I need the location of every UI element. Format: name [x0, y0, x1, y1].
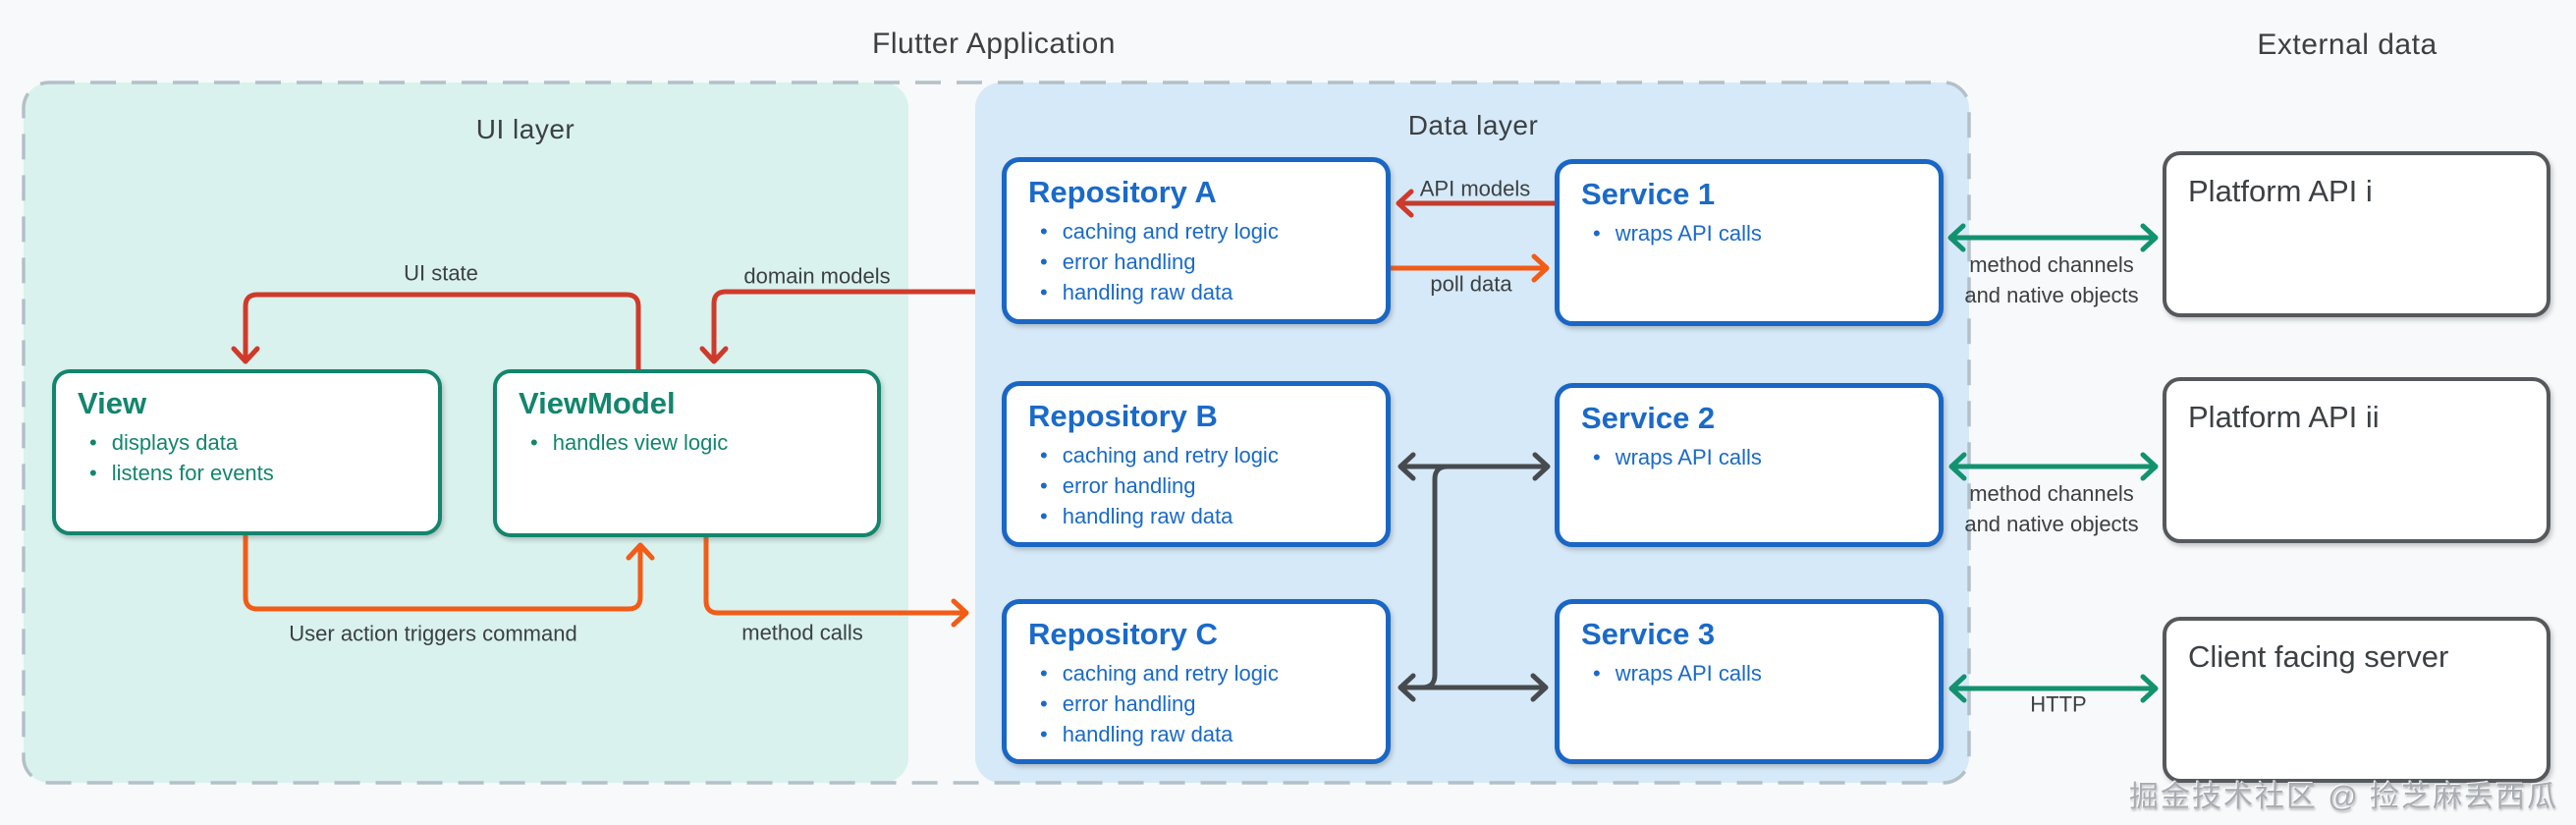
user-action-label: User action triggers command	[289, 621, 577, 646]
ui-layer-label: UI layer	[475, 114, 575, 144]
viewmodel-box: ViewModel handles view logic	[493, 369, 881, 537]
method-calls-label: method calls	[741, 620, 863, 645]
method-channels-line2: and native objects	[1964, 283, 2139, 307]
view-title: View	[78, 386, 147, 420]
view-bullets: displays data listens for events	[56, 427, 438, 488]
repository-a-title: Repository A	[1028, 175, 1217, 209]
viewmodel-title: ViewModel	[519, 386, 676, 420]
bullet-item: caching and retry logic	[1040, 658, 1386, 688]
repository-b-title: Repository B	[1028, 399, 1218, 433]
bullet-item: handling raw data	[1040, 501, 1386, 531]
service-1-bullets: wraps API calls	[1560, 218, 1939, 248]
method-channels-label-1: method channels and native objects	[1964, 249, 2138, 310]
data-layer-label: Data layer	[1407, 110, 1539, 140]
client-facing-server-title: Client facing server	[2188, 639, 2449, 674]
repository-c-box: Repository C caching and retry logic err…	[1002, 599, 1391, 764]
bullet-item: handling raw data	[1040, 277, 1386, 307]
api-models-label: API models	[1419, 176, 1531, 201]
bullet-item: displays data	[89, 427, 438, 458]
view-box: View displays data listens for events	[52, 369, 442, 535]
method-channels-label-2: method channels and native objects	[1964, 478, 2138, 539]
client-facing-server-box: Client facing server	[2163, 617, 2550, 783]
service-1-box: Service 1 wraps API calls	[1555, 159, 1944, 326]
bullet-item: caching and retry logic	[1040, 216, 1386, 247]
service-3-bullets: wraps API calls	[1560, 658, 1939, 688]
method-channels-line2: and native objects	[1964, 512, 2139, 536]
repository-a-bullets: caching and retry logic error handling h…	[1007, 216, 1386, 307]
method-channels-line1: method channels	[1969, 481, 2134, 506]
viewmodel-bullets: handles view logic	[497, 427, 877, 458]
bullet-item: error handling	[1040, 688, 1386, 719]
domain-models-label: domain models	[743, 263, 891, 289]
service-2-bullets: wraps API calls	[1560, 442, 1939, 472]
platform-api-ii-box: Platform API ii	[2163, 377, 2550, 543]
repository-b-bullets: caching and retry logic error handling h…	[1007, 440, 1386, 531]
platform-api-ii-title: Platform API ii	[2188, 400, 2380, 434]
watermark: 掘金技术社区 @ 捡芝麻丢西瓜	[2128, 781, 2558, 813]
bullet-item: caching and retry logic	[1040, 440, 1386, 470]
bullet-item: listens for events	[89, 458, 438, 488]
repository-c-title: Repository C	[1028, 617, 1218, 651]
service-2-title: Service 2	[1581, 401, 1716, 435]
platform-api-i-title: Platform API i	[2188, 174, 2373, 208]
bullet-item: handles view logic	[530, 427, 877, 458]
poll-data-label: poll data	[1430, 271, 1512, 297]
service-2-box: Service 2 wraps API calls	[1555, 383, 1944, 547]
bullet-item: handling raw data	[1040, 719, 1386, 749]
repository-b-box: Repository B caching and retry logic err…	[1002, 381, 1391, 547]
platform-api-i-box: Platform API i	[2163, 151, 2550, 317]
bullet-item: wraps API calls	[1593, 442, 1939, 472]
http-label: HTTP	[2030, 691, 2087, 717]
repository-a-box: Repository A caching and retry logic err…	[1002, 157, 1391, 324]
service-3-box: Service 3 wraps API calls	[1555, 599, 1944, 764]
external-data-title: External data	[2257, 28, 2438, 61]
page-title: Flutter Application	[872, 28, 1116, 60]
service-3-title: Service 3	[1581, 617, 1716, 651]
bullet-item: wraps API calls	[1593, 218, 1939, 248]
method-channels-line1: method channels	[1969, 252, 2134, 277]
bullet-item: wraps API calls	[1593, 658, 1939, 688]
repository-c-bullets: caching and retry logic error handling h…	[1007, 658, 1386, 749]
bullet-item: error handling	[1040, 247, 1386, 277]
service-1-title: Service 1	[1581, 177, 1716, 211]
ui-state-label: UI state	[404, 260, 478, 286]
bullet-item: error handling	[1040, 470, 1386, 501]
